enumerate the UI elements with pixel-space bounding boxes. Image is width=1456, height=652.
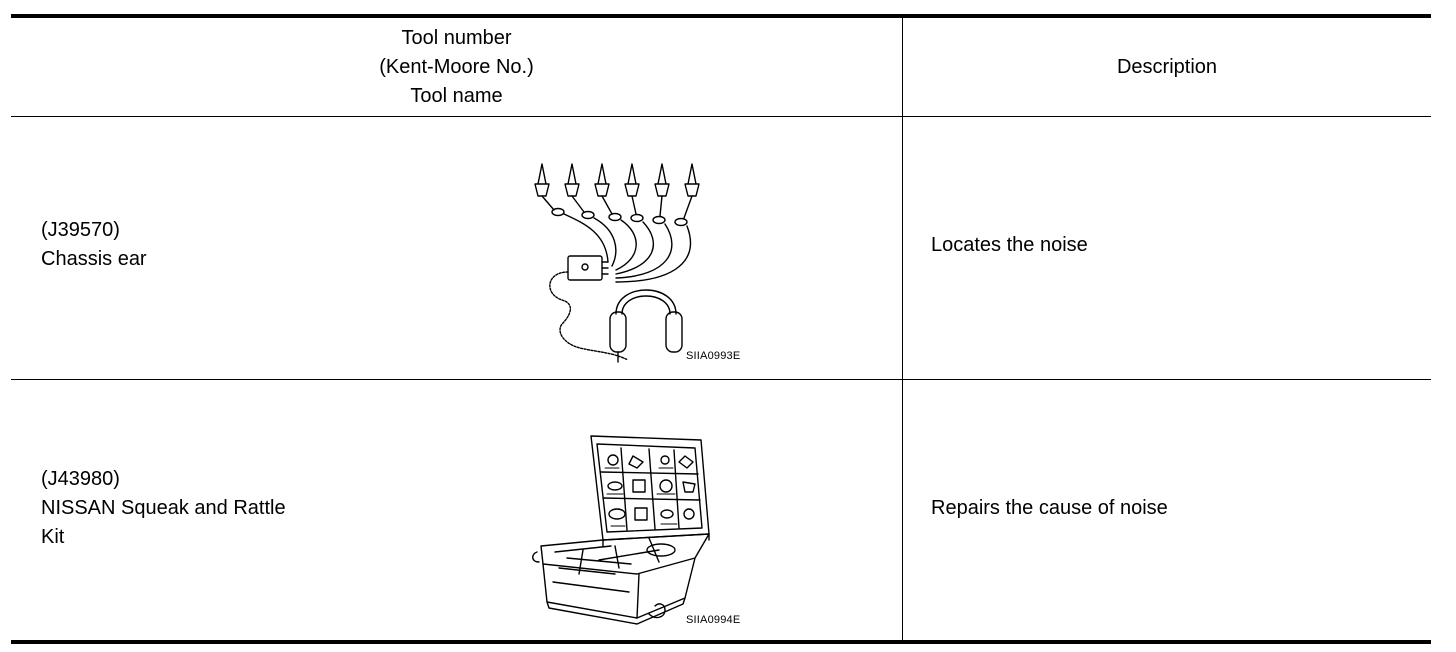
tool-number: (J39570) <box>41 219 120 241</box>
tool-name: NISSAN Squeak and Rattle <box>41 497 286 519</box>
header-tool-line: (Kent-Moore No.) <box>379 55 534 78</box>
table-row-2-tool: (J43980) NISSAN Squeak and Rattle Kit <box>41 465 286 552</box>
chassis-ear-icon <box>534 163 700 363</box>
table-top-rule <box>11 14 1431 18</box>
squeak-rattle-kit-icon <box>532 435 710 625</box>
header-description-column: Description <box>903 18 1431 116</box>
header-tool-column: Tool number (Kent-Moore No.) Tool name <box>11 18 902 116</box>
table-row-2-description: Repairs the cause of noise <box>931 497 1168 519</box>
tool-name: Kit <box>41 526 65 548</box>
table-row-1-tool: (J39570) Chassis ear <box>41 216 147 274</box>
figure-code: SIIA0993E <box>686 350 741 362</box>
header-tool-line: Tool number <box>401 26 512 49</box>
row-divider <box>11 379 1431 380</box>
figure-code: SIIA0994E <box>686 614 741 626</box>
header-tool-line: Tool name <box>410 84 503 107</box>
tool-number: (J43980) <box>41 468 120 490</box>
column-divider <box>902 14 903 644</box>
header-description: Description <box>1116 55 1218 78</box>
tool-table: Tool number (Kent-Moore No.) Tool name D… <box>11 14 1431 644</box>
table-bottom-rule <box>11 640 1431 644</box>
header-divider <box>11 116 1431 117</box>
table-row-1-description: Locates the noise <box>931 234 1088 256</box>
tool-name: Chassis ear <box>41 248 147 270</box>
